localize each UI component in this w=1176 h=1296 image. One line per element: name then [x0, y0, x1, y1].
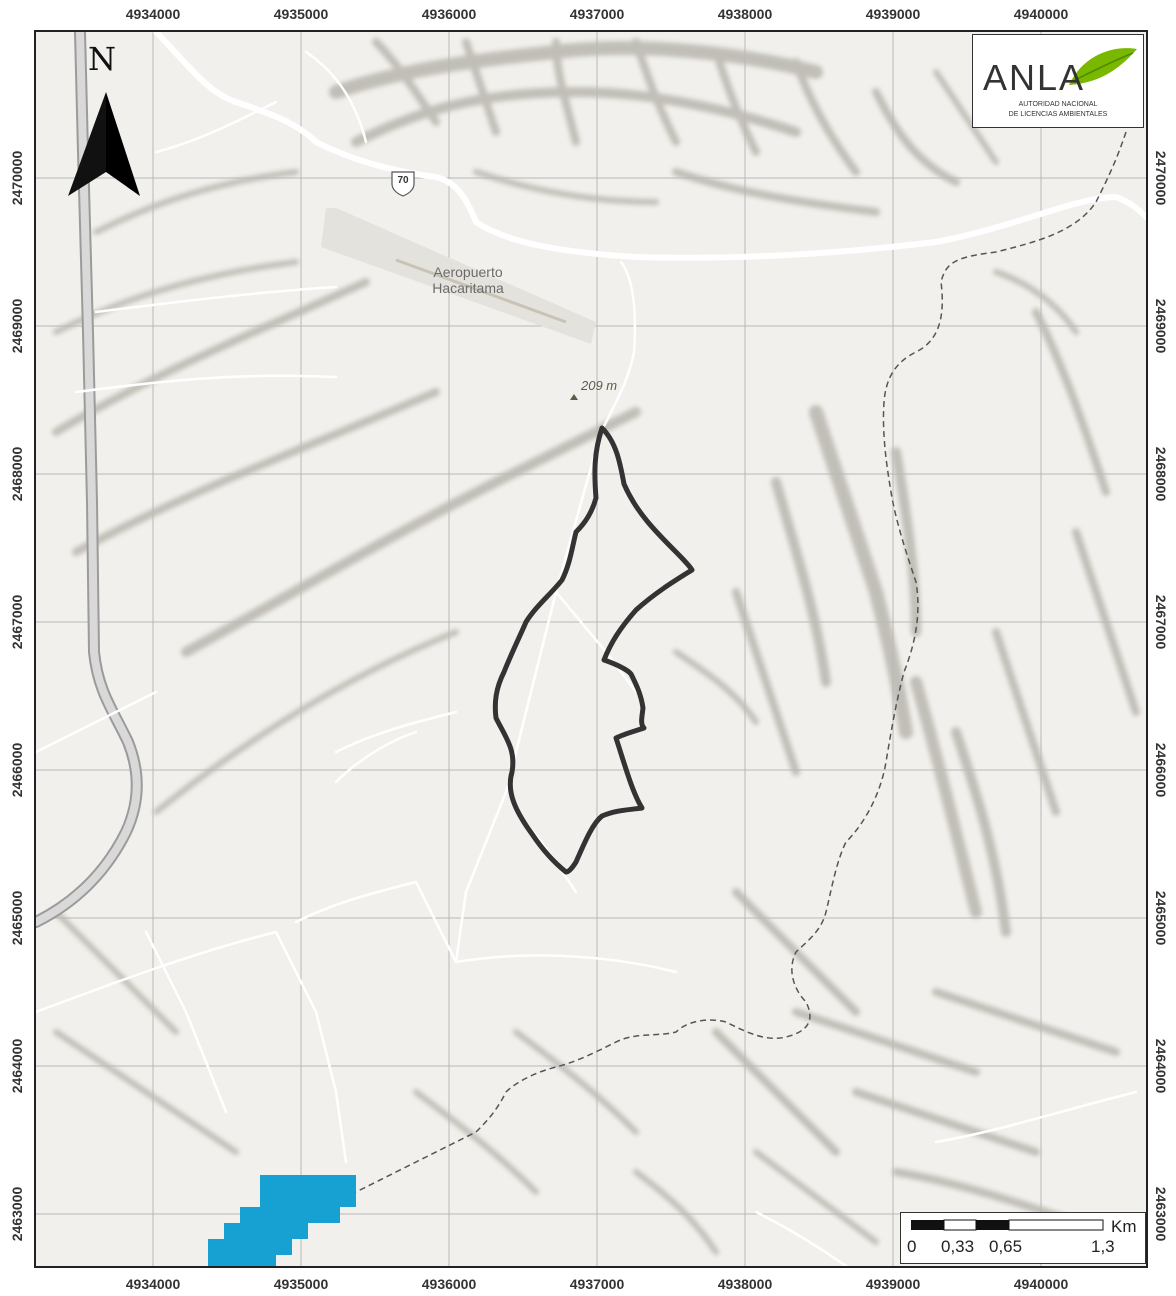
y-coord-right: 2464000 [1153, 1038, 1169, 1094]
y-coord-right: 2469000 [1153, 298, 1169, 354]
x-coord-bottom: 4936000 [421, 1276, 477, 1292]
route-shield [391, 171, 415, 197]
y-coord-left: 2467000 [9, 594, 25, 650]
x-coord-bottom: 4939000 [865, 1276, 921, 1292]
scale-label: 0,33 [941, 1237, 975, 1256]
logo-subtitle-2: DE LICENCIAS AMBIENTALES [1008, 111, 1108, 118]
scale-bar-graphic [911, 1219, 1104, 1231]
x-coord-top: 4938000 [717, 6, 773, 22]
scale-unit: Km [1111, 1217, 1137, 1236]
y-coord-left: 2469000 [9, 298, 25, 354]
north-arrow-icon [68, 92, 140, 196]
blue-area [208, 1175, 356, 1266]
x-coord-top: 4940000 [1013, 6, 1069, 22]
main-road [153, 32, 1146, 261]
scale-label: 1,3 [1091, 1237, 1115, 1256]
x-coord-bottom: 4937000 [569, 1276, 625, 1292]
airport-runway [321, 208, 596, 344]
y-coord-right: 2467000 [1153, 594, 1169, 650]
y-coord-left: 2468000 [9, 446, 25, 502]
y-coord-right: 2463000 [1153, 1186, 1169, 1242]
y-coord-right: 2466000 [1153, 742, 1169, 798]
y-coord-right: 2465000 [1153, 890, 1169, 946]
relief-shading [52, 38, 1140, 1255]
scale-bar: 0 0,33 0,65 1,3 Km [900, 1212, 1146, 1264]
elevation-label: 209 m [581, 378, 618, 393]
highway-inner [36, 32, 141, 926]
x-coord-top: 4937000 [569, 6, 625, 22]
x-coord-bottom: 4940000 [1013, 1276, 1069, 1292]
minor-roads [36, 50, 1138, 1266]
grid-lines [36, 32, 1146, 1266]
airport-label-line2: Hacaritama [432, 280, 504, 296]
dashed-boundary [355, 131, 1127, 1193]
y-coord-right: 2470000 [1153, 150, 1169, 206]
leaf-icon [1069, 48, 1137, 85]
airport-label-line1: Aeropuerto [433, 264, 503, 280]
y-coord-left: 2463000 [9, 1186, 25, 1242]
x-coord-top: 4936000 [421, 6, 477, 22]
scale-label: 0,65 [989, 1237, 1023, 1256]
x-coord-bottom: 4935000 [273, 1276, 329, 1292]
project-area-outline [492, 425, 695, 875]
route-number: 70 [397, 175, 409, 186]
y-coord-left: 2464000 [9, 1038, 25, 1094]
x-coord-bottom: 4934000 [125, 1276, 181, 1292]
x-coord-bottom: 4938000 [717, 1276, 773, 1292]
map-canvas[interactable]: Aeropuerto Hacaritama 209 m 70 N [34, 30, 1148, 1268]
logo-subtitle-1: AUTORIDAD NACIONAL [1018, 101, 1098, 108]
x-coord-top: 4935000 [273, 6, 329, 22]
map-graphics [36, 32, 1146, 1266]
elevation-marker [570, 394, 578, 400]
north-letter: N [88, 40, 116, 78]
anla-logo: ANLA AUTORIDAD NACIONAL DE LICENCIAS AMB… [972, 34, 1144, 128]
y-coord-left: 2465000 [9, 890, 25, 946]
scale-label: 0 [907, 1237, 917, 1256]
y-coord-left: 2470000 [9, 150, 25, 206]
logo-wordmark: ANLA [983, 57, 1086, 98]
y-coord-left: 2466000 [9, 742, 25, 798]
y-coord-right: 2468000 [1153, 446, 1169, 502]
x-coord-top: 4939000 [865, 6, 921, 22]
x-coord-top: 4934000 [125, 6, 181, 22]
airport-label: Aeropuerto Hacaritama [408, 264, 528, 296]
